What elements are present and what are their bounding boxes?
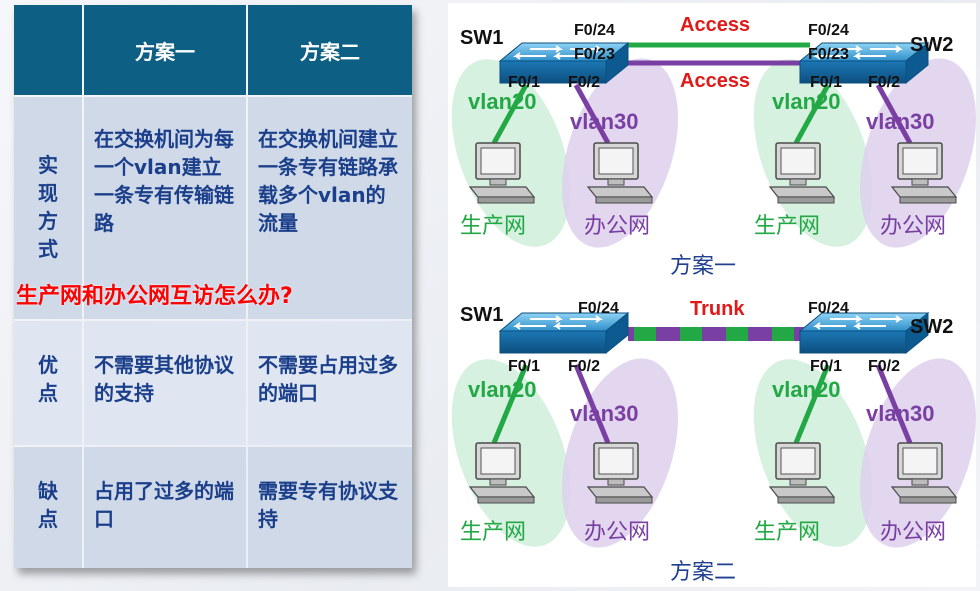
sw2-label: SW2 [910,316,953,338]
comparison-table: 方案一 方案二 实现方式 在交换机间为每一个vlan建立一条专有传输链路 在交换… [14,5,412,568]
row-label-text: 缺点 [38,479,58,531]
vlan30-label: vlan30 [866,401,935,426]
port-label: F0/24 [578,300,619,317]
header-plan2: 方案二 [248,5,412,95]
network-label: 生产网 [754,519,820,544]
port-link [875,364,913,444]
network-label: 办公网 [584,213,650,238]
header-empty-cell [14,5,82,95]
vlan20-label: vlan20 [468,377,537,402]
port-link [793,364,831,444]
trunk-link [628,327,810,341]
trunk-label: Trunk [690,298,745,320]
port-link [573,364,611,444]
vlan20-label: vlan20 [772,377,841,402]
cell-plan1-pros: 不需要其他协议的支持 [84,321,246,445]
row-label-pros: 优点 [14,321,82,445]
topology-panel: SW1 SW2 F0/24 F0/23 F0/24 F0/23 Access A… [448,3,976,587]
network-label: 办公网 [584,519,650,544]
vlan20-label: vlan20 [468,89,537,114]
port-label: F0/24 [808,300,849,317]
cell-plan1-cons: 占用了过多的端口 [84,447,246,568]
port-link [491,83,529,145]
port-label: F0/24 [574,22,615,39]
switch-sw1-icon [499,312,629,354]
vlan30-label: vlan30 [570,109,639,134]
row-label-cons: 缺点 [14,447,82,568]
port-label: F0/23 [808,46,849,63]
diagram-caption: 方案一 [670,253,736,278]
diagram-caption: 方案二 [670,559,736,584]
port-label: F0/2 [568,74,600,91]
row-label-text: 实现方式 [38,153,58,261]
port-link [793,83,831,145]
port-label: F0/2 [568,358,600,375]
port-label: F0/24 [808,22,849,39]
link-label: Access [680,14,750,36]
topology-svg: SW1 SW2 F0/24 F0/23 F0/24 F0/23 Access A… [451,14,976,584]
cell-plan2-cons: 需要专有协议支持 [248,447,412,568]
network-label: 生产网 [460,213,526,238]
cell-plan1-implementation: 在交换机间为每一个vlan建立一条专有传输链路 [84,97,246,319]
port-label: F0/1 [810,74,842,91]
port-label: F0/1 [508,358,540,375]
cell-plan2-implementation: 在交换机间建立一条专有链路承载多个vlan的流量 [248,97,412,319]
sw2-label: SW2 [910,34,953,56]
port-link [875,83,913,145]
diagram-plan2: SW1 SW2 F0/24 F0/24 Trunk F0/1 F0/2 F0/1… [451,298,976,584]
port-link [573,83,611,145]
port-label: F0/1 [508,74,540,91]
link-label: Access [680,70,750,92]
switch-sw2-icon [799,312,929,354]
row-label-implementation: 实现方式 [14,97,82,319]
network-label: 办公网 [880,519,946,544]
header-plan1: 方案一 [84,5,246,95]
question-callout: 生产网和办公网互访怎么办? [16,284,293,309]
port-label: F0/2 [868,358,900,375]
diagram-plan1: SW1 SW2 F0/24 F0/23 F0/24 F0/23 Access A… [451,14,976,278]
vlan30-label: vlan30 [570,401,639,426]
port-label: F0/23 [574,46,615,63]
port-link [491,364,529,444]
network-label: 生产网 [460,519,526,544]
sw1-label: SW1 [460,304,503,326]
vlan30-label: vlan30 [866,109,935,134]
port-label: F0/2 [868,74,900,91]
port-label: F0/1 [810,358,842,375]
network-label: 生产网 [754,213,820,238]
vlan20-label: vlan20 [772,89,841,114]
cell-plan2-pros: 不需要占用过多的端口 [248,321,412,445]
row-label-text: 优点 [38,353,58,405]
sw1-label: SW1 [460,27,503,49]
network-label: 办公网 [880,213,946,238]
